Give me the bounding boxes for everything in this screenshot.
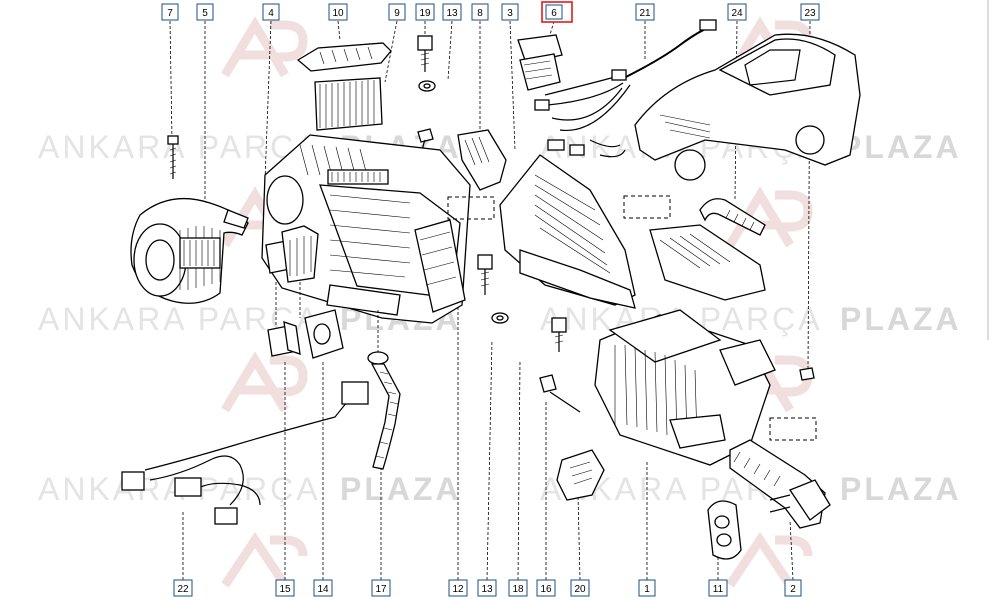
callout-label: 12 bbox=[452, 584, 464, 595]
callout-9: 9 bbox=[388, 3, 406, 21]
callout-1: 1 bbox=[638, 579, 656, 597]
callout-16: 16 bbox=[536, 579, 556, 597]
callout-label: 10 bbox=[332, 8, 344, 19]
watermark-text-bold: PLAZA bbox=[840, 129, 962, 165]
watermark-text-bold: PLAZA bbox=[840, 471, 962, 507]
callout-group: 7 5 4 10 9 19 13 8 bbox=[161, 1, 820, 597]
callout-4: 4 bbox=[262, 3, 280, 21]
part-2-heater-hose bbox=[729, 439, 831, 529]
callout-label: 23 bbox=[804, 8, 816, 19]
callout-label: 15 bbox=[279, 584, 291, 595]
callout-23: 23 bbox=[800, 3, 820, 21]
watermark-text-bold: PLAZA bbox=[840, 301, 962, 337]
callout-5: 5 bbox=[196, 3, 214, 21]
callout-label: 17 bbox=[375, 584, 387, 595]
callout-label: 13 bbox=[446, 8, 458, 19]
callout-18: 18 bbox=[508, 579, 528, 597]
callout-label: 18 bbox=[512, 584, 524, 595]
callout-14: 14 bbox=[313, 579, 333, 597]
callout-label: 13 bbox=[481, 584, 493, 595]
callout-13-bottom: 13 bbox=[477, 579, 497, 597]
callout-2: 2 bbox=[784, 579, 802, 597]
callout-label: 19 bbox=[419, 8, 431, 19]
callout-label: 22 bbox=[177, 584, 189, 595]
part-3-outlet-duct bbox=[499, 154, 636, 309]
callout-label: 9 bbox=[394, 8, 400, 19]
part-22-wiring-loom bbox=[121, 381, 369, 525]
blower-connector-module bbox=[265, 225, 319, 283]
part-14-foam-pad bbox=[304, 309, 344, 359]
callout-label: 6 bbox=[551, 8, 557, 19]
callout-label: 7 bbox=[167, 8, 173, 19]
part-15-module bbox=[267, 321, 301, 357]
vehicle-illustration bbox=[634, 33, 861, 181]
callout-20: 20 bbox=[570, 579, 590, 597]
part-5-blower-motor bbox=[130, 197, 249, 304]
callout-label: 1 bbox=[644, 584, 650, 595]
callout-label: 14 bbox=[317, 584, 329, 595]
callout-label: 5 bbox=[202, 8, 208, 19]
callout-label: 16 bbox=[540, 584, 552, 595]
part-1-hvac-unit bbox=[594, 224, 776, 466]
part-11-seal bbox=[707, 500, 742, 560]
callout-label: 24 bbox=[731, 8, 743, 19]
part-23-clip bbox=[799, 367, 815, 381]
callout-6-highlighted: 6 bbox=[541, 1, 573, 23]
part-9-filter bbox=[314, 77, 383, 131]
callout-19: 19 bbox=[415, 3, 435, 21]
assembly-arrows bbox=[275, 282, 379, 352]
callout-22: 22 bbox=[173, 579, 193, 597]
callout-label: 2 bbox=[790, 584, 796, 595]
dashed-reference-box bbox=[623, 195, 671, 219]
watermark-text: ANKARA PARÇA bbox=[38, 129, 321, 165]
part-8-resistor bbox=[457, 129, 507, 191]
watermark-text-bold: PLAZA bbox=[340, 471, 462, 507]
watermark-group: ANKARA PARÇA PLAZA ANKARA PARÇA PLAZA AN… bbox=[38, 16, 962, 588]
callout-7: 7 bbox=[161, 3, 179, 21]
callout-3: 3 bbox=[501, 3, 519, 21]
part-10-duct bbox=[296, 42, 392, 72]
callout-label: 4 bbox=[268, 8, 274, 19]
callout-label: 21 bbox=[639, 8, 651, 19]
part-21-wiring-harness bbox=[534, 19, 717, 158]
part-12-bolt bbox=[477, 254, 493, 295]
part-7-screw bbox=[167, 135, 179, 179]
leader-lines bbox=[169, 20, 811, 581]
callout-15: 15 bbox=[275, 579, 295, 597]
part-18-screw bbox=[551, 317, 567, 352]
part-13-washer-top bbox=[418, 80, 436, 92]
callout-21: 21 bbox=[635, 3, 655, 21]
callout-8: 8 bbox=[471, 3, 489, 21]
part-16-sensor bbox=[539, 374, 581, 413]
callout-13-top: 13 bbox=[442, 3, 462, 21]
part-24-hose bbox=[699, 198, 766, 236]
callout-24: 24 bbox=[727, 3, 747, 21]
callout-label: 20 bbox=[574, 584, 586, 595]
dashed-reference-box bbox=[769, 417, 817, 441]
callout-17: 17 bbox=[371, 579, 391, 597]
part-20-actuator bbox=[556, 449, 605, 501]
callout-12: 12 bbox=[448, 579, 468, 597]
part-13-washer bbox=[491, 312, 509, 324]
part-17-drain-tube bbox=[367, 351, 401, 470]
part-6-control-module bbox=[517, 34, 563, 91]
callout-label: 11 bbox=[713, 584, 724, 595]
part-19-bolt bbox=[417, 35, 433, 72]
callout-11: 11 bbox=[708, 579, 728, 597]
dashed-reference-box bbox=[447, 196, 495, 220]
callout-label: 3 bbox=[507, 8, 513, 19]
callout-10: 10 bbox=[328, 3, 348, 21]
callout-label: 8 bbox=[477, 8, 483, 19]
